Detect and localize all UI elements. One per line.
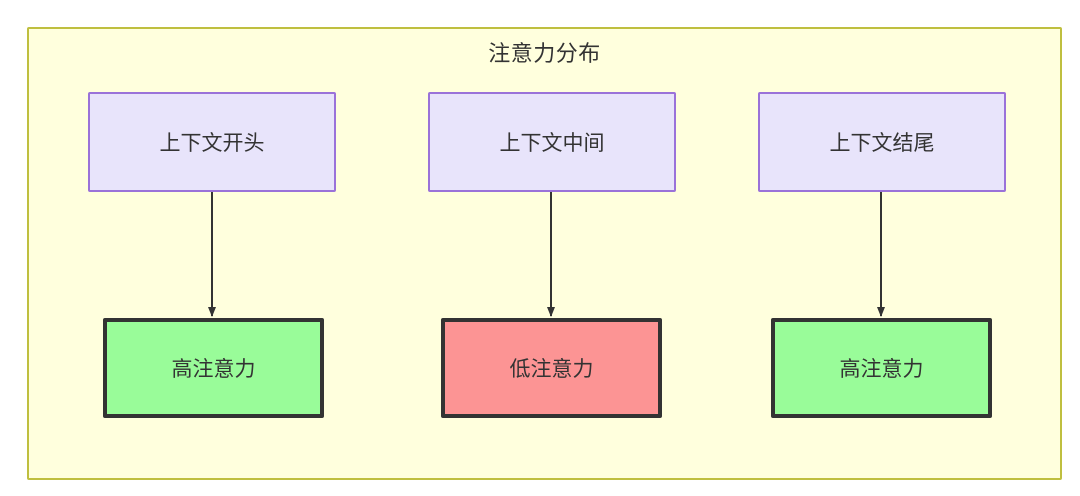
node-label: 上下文结尾 (829, 132, 935, 155)
node-context-start[interactable]: 上下文开头 (88, 92, 336, 192)
node-label: 低注意力 (509, 358, 594, 381)
node-high-attention-end[interactable]: 高注意力 (771, 318, 992, 418)
node-context-middle[interactable]: 上下文中间 (428, 92, 676, 192)
node-label: 上下文开头 (159, 132, 265, 155)
node-label: 高注意力 (839, 358, 924, 381)
subgraph-title: 注意力分布 (488, 41, 601, 66)
node-low-attention-middle[interactable]: 低注意力 (441, 318, 662, 418)
node-label: 高注意力 (171, 358, 256, 381)
node-high-attention-start[interactable]: 高注意力 (103, 318, 324, 418)
node-label: 上下文中间 (499, 132, 605, 155)
node-context-end[interactable]: 上下文结尾 (758, 92, 1006, 192)
